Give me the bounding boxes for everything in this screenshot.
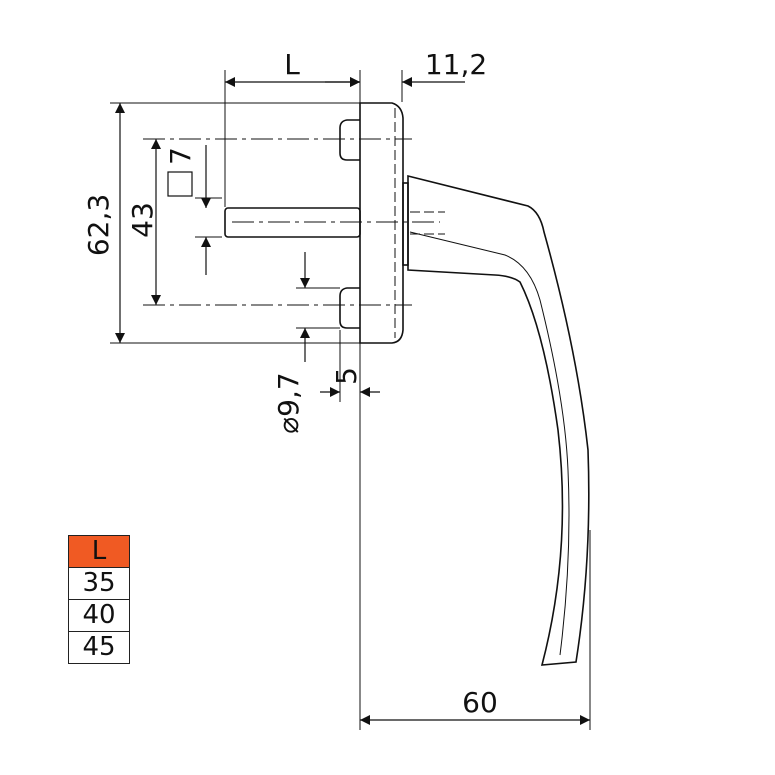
handle-part: [224, 102, 590, 666]
length-table-header: L: [68, 535, 130, 568]
length-table: L 35 40 45: [68, 535, 130, 664]
dim-length-label: L: [284, 48, 300, 81]
length-table-row: 40: [68, 599, 130, 632]
dim-hole-label: ⌀9,7: [272, 372, 305, 433]
dim-handle-label: 60: [462, 686, 498, 719]
length-table-row: 35: [68, 567, 130, 600]
dim-spacing-label: 43: [126, 202, 159, 238]
dim-base-label: 11,2: [425, 48, 487, 81]
dim-height-label: 62,3: [82, 194, 115, 256]
rosette-plate: [359, 102, 404, 344]
dim-spindle-label: 7: [164, 147, 197, 165]
center-lines: [143, 108, 445, 338]
dim-offset-label: 5: [330, 367, 363, 385]
handle-contour: [409, 231, 570, 656]
top-screw-boss: [339, 119, 360, 161]
extension-lines: [110, 70, 591, 730]
length-table-row: 45: [68, 631, 130, 664]
dimension-lines: [115, 77, 590, 725]
bottom-screw-boss: [339, 287, 360, 329]
square-symbol: [167, 171, 193, 197]
handle-lever: [407, 174, 590, 666]
